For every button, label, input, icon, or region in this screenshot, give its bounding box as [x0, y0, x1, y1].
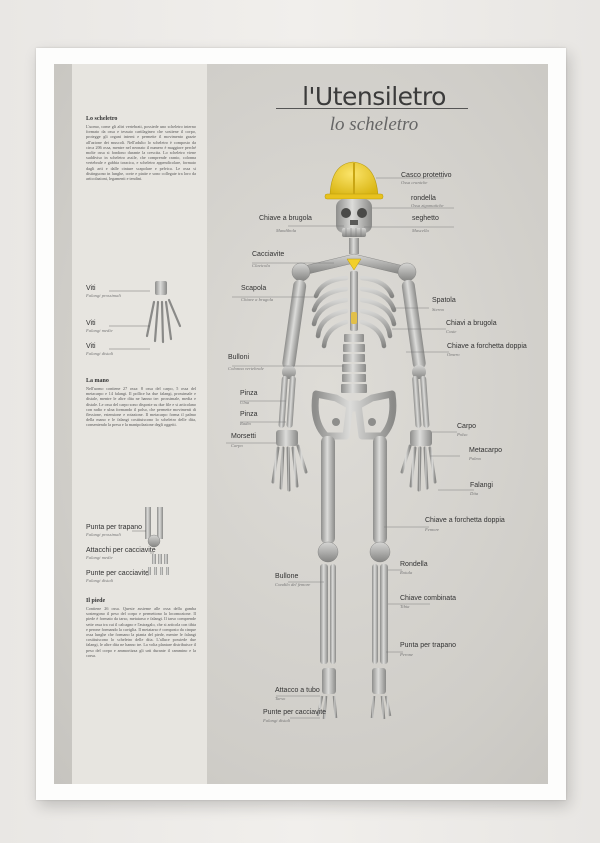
label-pinza-2: Pinza: [240, 411, 258, 418]
sub-chiave-forchetta-bottom: Femore: [425, 527, 440, 532]
sidebar-panel: [72, 64, 207, 784]
sub-punta-trapano: Perone: [400, 652, 414, 657]
sub-rondella-top: Ossa zigomatiche: [411, 203, 444, 208]
label-chiave-forchetta-bottom: Chiave a forchetta doppia: [425, 517, 505, 524]
label-chiave-brugola-top: Chiave a brugola: [259, 215, 312, 222]
sub-chiave-forchetta-top: Omero: [447, 352, 460, 357]
sub-punte-cacciavite: Falangi distali: [263, 718, 291, 723]
label-chiave-forchetta-top: Chiave a forchetta doppia: [447, 343, 527, 350]
label-chiavi-brugola: Chiavi a brugola: [446, 320, 497, 327]
section-heading-foot: Il piede: [86, 598, 106, 604]
hand-label-3: Viti: [86, 343, 96, 350]
foot-sub-3: Falangi distali: [86, 578, 114, 583]
foot-label-1: Punta per trapano: [86, 524, 143, 531]
sub-attacco-tubo: Tarso: [275, 696, 286, 701]
skeleton-illustration: [109, 161, 474, 720]
neck: [349, 238, 359, 254]
label-attacco-tubo: Attacco a tubo: [275, 687, 320, 694]
sub-pinza-2: Radio: [240, 421, 251, 426]
sub-bullone: Condilo del femore: [275, 582, 311, 587]
sub-chiave-brugola-top: Mandibola: [276, 228, 297, 233]
label-carpo: Carpo: [457, 423, 477, 430]
hand-sub-3: Falangi distali: [86, 351, 114, 356]
sternum-tip: [351, 312, 357, 324]
hand-label-2: Viti: [86, 320, 96, 327]
section-body-hand: Nell'uomo contiene 27 ossa: 8 ossa del c…: [86, 386, 196, 428]
label-bullone: Bullone: [275, 573, 299, 580]
hand-sub-1: Falangi prossimali: [86, 293, 121, 298]
label-rondella-top: rondella: [411, 195, 436, 202]
sub-casco-protettivo: Ossa craniche: [401, 180, 428, 185]
foot-diagram: [132, 507, 169, 576]
foot-sub-2: Falangi medie: [86, 555, 113, 560]
label-scapola: Scapola: [241, 285, 267, 292]
helmet: [324, 161, 384, 200]
title-underline: [276, 108, 468, 109]
label-morsetti: Morsetti: [231, 433, 256, 440]
label-casco-protettivo: Casco protettivo: [401, 172, 452, 179]
hand-label-1: Viti: [86, 285, 96, 292]
poster: l'Utensiletro lo scheletro Lo scheletro …: [54, 64, 548, 784]
sub-chiave-combinata: Tibia: [400, 604, 410, 609]
poster-title: l'Utensiletro: [302, 82, 446, 111]
section-heading-skeleton: Lo scheletro: [86, 116, 118, 122]
sub-bulloni: Colonna vertebrale: [228, 366, 264, 371]
sub-carpo: Polso: [457, 432, 468, 437]
sub-chiavi-brugola: Coste: [446, 329, 457, 334]
right-leg: [369, 436, 392, 720]
hand-sub-2: Falangi medie: [86, 328, 113, 333]
sub-falangi: Dita: [470, 491, 479, 496]
sub-cacciavite: Clavicola: [252, 263, 270, 268]
ribcage: [311, 275, 397, 349]
shoulder-girdle: [291, 253, 417, 282]
sub-spatola: Sterno: [432, 307, 444, 312]
foot-sub-1: Falangi prossimali: [86, 532, 121, 537]
sub-scapola: Chiave a brugola: [241, 297, 274, 302]
poster-subtitle: lo scheletro: [329, 114, 419, 135]
label-rondella: Rondella: [400, 561, 428, 568]
label-punta-trapano: Punta per trapano: [400, 642, 457, 649]
label-pinza-1: Pinza: [240, 390, 258, 397]
spine: [341, 334, 367, 393]
sub-seghetto: Mascella: [412, 228, 429, 233]
label-bulloni: Bulloni: [228, 354, 250, 361]
sub-metacarpo: Palmo: [469, 456, 481, 461]
skull: [336, 199, 372, 237]
pelvis: [311, 390, 397, 440]
sub-pinza-1: Ulna: [240, 400, 250, 405]
label-spatola: Spatola: [432, 297, 456, 304]
label-falangi: Falangi: [470, 482, 493, 489]
label-chiave-combinata: Chiave combinata: [400, 595, 457, 602]
label-punte-cacciavite: Punte per cacciavite: [263, 709, 327, 716]
left-leg: [316, 436, 339, 720]
label-seghetto: seghetto: [412, 215, 439, 222]
right-arm: [400, 279, 437, 492]
section-body-foot: Contiene 26 ossa. Queste assieme alle os…: [86, 606, 196, 658]
label-cacciavite: Cacciavite: [252, 251, 285, 258]
section-heading-hand: La mano: [86, 378, 109, 384]
sub-rondella: Rotula: [400, 570, 413, 575]
sub-morsetti: Carpo: [231, 443, 243, 448]
section-body-skeleton: L'uomo, come gli altri vertebrati, possi…: [86, 124, 196, 182]
hand-diagram: [109, 281, 182, 350]
left-arm: [271, 279, 308, 492]
leader-lines: [226, 177, 474, 719]
foot-label-2: Attacchi per cacciavite: [86, 547, 156, 554]
label-metacarpo: Metacarpo: [469, 447, 503, 454]
foot-label-3: Punte per cacciavite: [86, 570, 150, 577]
